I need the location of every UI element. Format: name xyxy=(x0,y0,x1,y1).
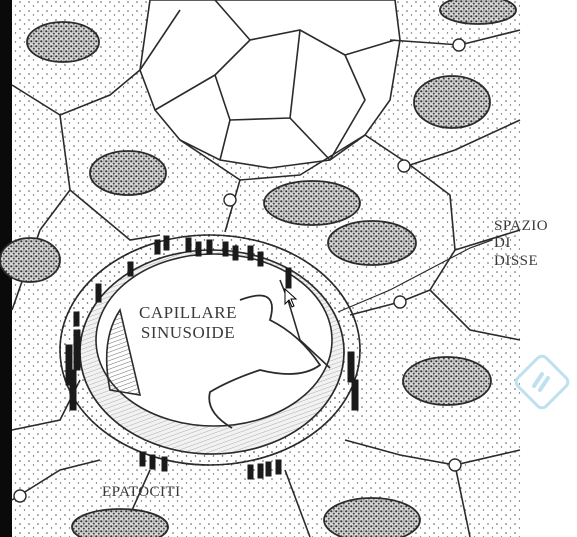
label-epatociti: EPATOCITI xyxy=(102,484,181,501)
label-capillare-sinusoide: CAPILLARE SINUSOIDE xyxy=(118,303,258,342)
label-line: DISSE xyxy=(494,253,548,270)
label-spazio-di-disse: SPAZIO DI DISSE xyxy=(494,218,548,270)
sinusoid-capillary xyxy=(60,235,360,465)
label-line: SINUSOIDE xyxy=(118,323,258,343)
mouse-pointer-icon xyxy=(284,288,298,308)
label-line: CAPILLARE xyxy=(118,303,258,323)
watermark-logo xyxy=(512,352,572,412)
label-line: DI xyxy=(494,235,548,252)
label-line: SPAZIO xyxy=(494,218,548,235)
